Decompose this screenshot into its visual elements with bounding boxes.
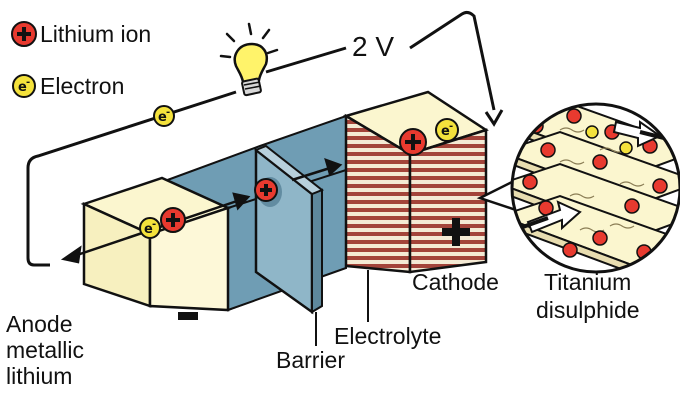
electrolyte-label: Electrolyte xyxy=(334,323,441,349)
svg-text:e: e xyxy=(441,124,450,139)
cathode-label: Cathode xyxy=(412,269,499,295)
svg-text:Titanium: Titanium xyxy=(544,269,631,295)
zoom-arrows xyxy=(526,120,663,234)
barrier-ion-icon xyxy=(254,177,282,207)
legend-electron-icon: e - xyxy=(12,74,36,98)
ion-path-arrows xyxy=(60,158,343,264)
legend-electron-label: Electron xyxy=(40,73,124,99)
anode-block xyxy=(80,176,232,320)
cathode-ion-icon xyxy=(399,128,427,156)
svg-text:-: - xyxy=(26,77,30,88)
svg-text:-: - xyxy=(449,121,453,132)
legend-ion-icon xyxy=(11,21,37,47)
svg-text:lithium: lithium xyxy=(6,363,72,389)
cathode-plus-icon xyxy=(442,218,470,246)
legend-lithium-ion-label: Lithium ion xyxy=(40,21,151,47)
circuit-wire xyxy=(26,10,504,267)
svg-text:e: e xyxy=(158,110,167,125)
cathode-block xyxy=(342,90,489,274)
light-bulb-icon xyxy=(219,22,279,97)
barrier-callout: Barrier xyxy=(276,312,345,373)
cathode-electron-icon: e - xyxy=(435,118,459,142)
titanium-disulphide-label: Titanium disulphide xyxy=(536,269,640,323)
svg-text:-: - xyxy=(166,107,170,118)
anode-ion-icon xyxy=(160,207,186,233)
svg-text:disulphide: disulphide xyxy=(536,297,640,323)
svg-text:-: - xyxy=(152,219,156,230)
wire-electron-icon: e - xyxy=(153,105,175,127)
voltage-label: 2 V xyxy=(352,31,394,62)
svg-text:e: e xyxy=(18,80,27,95)
anode-electron-icon: e - xyxy=(139,217,161,239)
anode-label: Anode metallic lithium xyxy=(6,311,84,389)
svg-text:e: e xyxy=(144,222,153,237)
anode-minus-icon xyxy=(178,312,198,320)
svg-text:Anode: Anode xyxy=(6,311,73,337)
legend: Lithium ion e - Electron xyxy=(11,21,151,99)
svg-text:metallic: metallic xyxy=(6,337,84,363)
electrolyte-callout: Electrolyte xyxy=(334,270,441,349)
barrier-label: Barrier xyxy=(276,347,345,373)
titanium-disulphide-zoom xyxy=(510,102,680,274)
